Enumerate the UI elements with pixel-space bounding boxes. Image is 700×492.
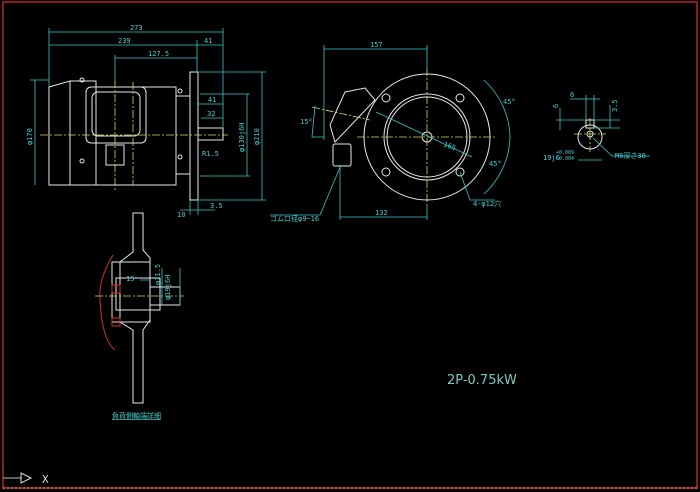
shaft-end-view: 6 6 3.5 19j6 +0.009 -0.004 M6深さ30 [543,91,650,162]
ucs-icon: X [3,472,49,486]
tap-note: M6深さ30 [615,151,646,160]
dim-d2: φ19j6H [164,275,172,300]
tol-lower: -0.004 [556,156,574,162]
dim-depth: 3.5 [611,99,619,112]
dim-shaft-dia: 19j6 [543,154,560,162]
dim-pcd: 165 [442,140,457,152]
gland-note: ゴム口径φ9~16 [270,214,319,223]
dim-radius: R1.5 [202,150,219,158]
dim-body-dia: φ170 [26,128,34,145]
dim-d1: φ21.5 [154,264,162,285]
model-label: 2P-0.75kW [447,373,517,388]
angle-bottom: 45° [489,160,502,168]
dim-width: 157 [370,41,383,49]
tol-upper: +0.009 [556,150,574,156]
dim-box: 127.5 [148,50,169,58]
detail-view: 15 φ21.5 φ19j6H 負荷側軸端詳細 [95,212,184,420]
dim-gap: 3.5 [210,202,223,210]
dim-shaft-len: 41 [208,96,216,104]
dim-flange-thk: 10 [177,211,185,219]
ucs-x-label: X [42,473,49,486]
front-view: 157 15° 165 45° 45° 4-φ12穴 ゴム口径φ9~16 132 [270,41,516,223]
dim-angle: 15° [300,118,313,126]
dim-bottom: 132 [375,209,388,217]
dim-overall: 273 [130,24,143,32]
detail-title: 負荷側軸端詳細 [112,411,161,420]
dim-spigot: φ130j6H [238,122,246,152]
dim-shaft-top: 41 [204,37,212,45]
dim-key-width: 6 [570,91,574,99]
dim-15: 15 [126,275,134,283]
dim-key-len: 32 [207,110,215,118]
angle-top: 45° [503,98,516,106]
hole-note: 4-φ12穴 [473,199,501,208]
dim-left: 6 [552,104,560,108]
dim-body: 239 [118,37,131,45]
dim-flange: φ210 [253,128,261,145]
side-view: 273 239 41 127.5 φ170 41 32 R1.5 φ130j6H… [26,24,266,219]
